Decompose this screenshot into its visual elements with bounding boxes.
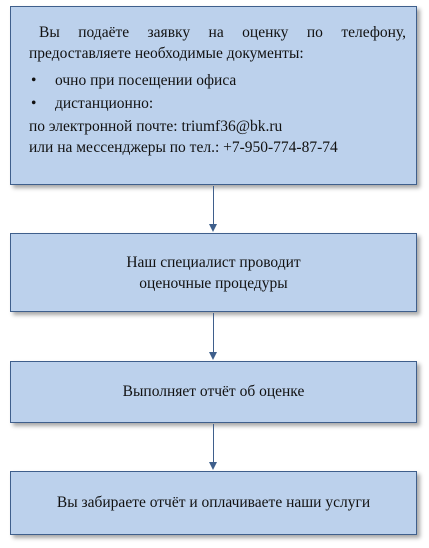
step-1-email-line: по электронной почте: triumf36@bk.ru [29,118,283,135]
arrow-down-icon [209,352,217,360]
step-1-bullet-list: • очно при посещении офиса • дистанционн… [29,70,406,114]
step-3-text: Выполняет отчёт об оценке [122,383,305,400]
bullet-icon: • [31,95,37,112]
step-1-bullet-item: • дистанционно: [29,93,406,114]
step-2-line-1: Наш специалист проводит [126,253,301,271]
arrow-down-icon [209,224,217,232]
step-1-intro: Вы подаёте заявку на оценку по телефону,… [29,24,406,62]
step-1-phone-line: или на мессенджеры по тел.: +7-950-774-8… [29,139,338,156]
step-2-text: Наш специалист проводит оценочные процед… [126,252,300,294]
step-4-box: Вы забираете отчёт и оплачиваете наши ус… [10,471,417,535]
step-2-line-2: оценочные процедуры [139,274,288,292]
connector-line [213,424,214,462]
step-1-bullet-text: очно при посещении офиса [55,72,237,89]
step-1-bullet-text: дистанционно: [55,95,154,112]
connector-line [213,313,214,352]
step-2-box: Наш специалист проводит оценочные процед… [10,233,417,312]
step-4-text: Вы забираете отчёт и оплачиваете наши ус… [56,494,371,511]
step-1-box: Вы подаёте заявку на оценку по телефону,… [10,6,417,185]
connector-line [213,186,214,224]
step-3-box: Выполняет отчёт об оценке [10,361,417,423]
step-1-bullet-item: • очно при посещении офиса [29,70,406,91]
arrow-down-icon [209,462,217,470]
bullet-icon: • [31,72,37,89]
